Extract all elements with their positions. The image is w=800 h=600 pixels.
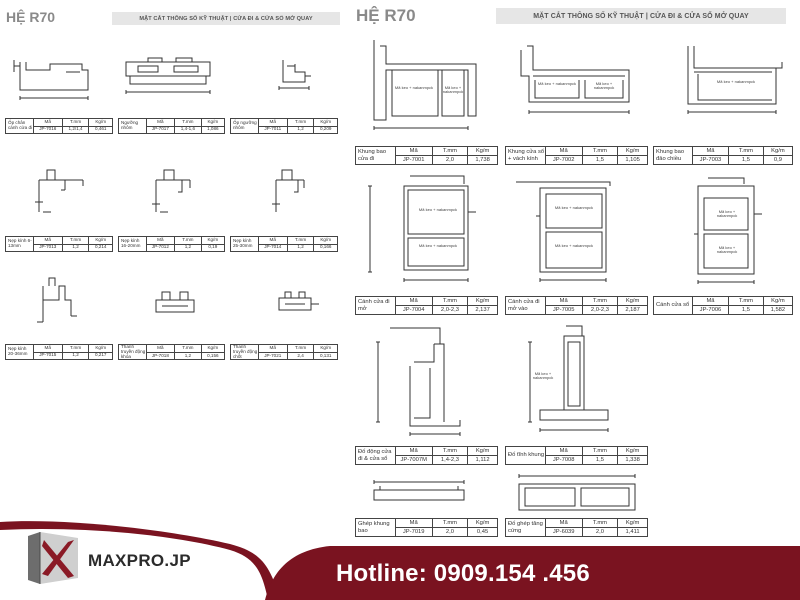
profile-drawing-thanh-truyen-khoa <box>140 270 210 340</box>
profile-drawing-nep-kinh-16-20 <box>140 160 210 230</box>
profile-drawing-op-chan <box>10 50 98 110</box>
profile-code: JP-7021 <box>257 351 288 361</box>
profile-drawing-thanh-truyen-chot <box>265 270 335 340</box>
profile-name: Khung cửa sổ + vách kính <box>505 146 546 165</box>
profile-name: Thanh truyền động chốt <box>230 343 259 361</box>
profile-drawing-khung-cua-so: Mã keo + nakanmpck Mã keo + nakanmpck <box>515 40 635 120</box>
system-title: HỆ R70 <box>6 9 56 25</box>
brand-name: MAXPRO.JP <box>88 551 191 570</box>
profile-name: Khung bao cửa đi <box>355 146 396 165</box>
profile-code: JP-7008 <box>544 455 583 465</box>
profile-drawing-do-dong <box>370 322 480 442</box>
profile-name: Đố tĩnh khung <box>505 446 546 465</box>
profile-name: Ốp chân cánh cửa đi <box>5 118 34 134</box>
profile-code: JP-7012 <box>145 243 176 252</box>
profile-name: Nẹp kính 6-13mm <box>5 236 34 252</box>
footer-wave-background <box>0 521 800 600</box>
profile-drawing-canh-cua-di-mo: Mã keo + nakanmpck Mã keo + nakanmpck <box>364 172 494 290</box>
profile-code: JP-7016 <box>32 125 63 134</box>
profile-name: Nẹp kính 16-20mm <box>118 236 147 252</box>
profile-code: JP-7015 <box>32 351 63 360</box>
profile-name: Cánh cửa đi mở <box>355 296 396 315</box>
profile-drawing-nep-kinh-25-30 <box>260 160 330 230</box>
profile-drawing-canh-cua-di-mo-vao: Mã keo + nakanmpck Mã keo + nakanmpck <box>510 176 635 290</box>
profile-drawing-khung-bao-dao-chieu: Mã keo + nakanmpck <box>672 40 792 120</box>
profile-code: JP-7005 <box>544 305 583 315</box>
profile-code: JP-7003 <box>691 155 730 165</box>
profile-code: JP-7004 <box>394 305 433 315</box>
profile-drawing-nep-kinh-6-13 <box>25 160 95 230</box>
profile-code: JP-7011 <box>257 125 288 134</box>
maxpro-logo-icon <box>22 530 84 586</box>
profile-drawing-ghep-khung-bao <box>364 476 474 516</box>
hotline-text[interactable]: Hotline: 0909.154 .456 <box>336 560 590 587</box>
sheet-header: MẶT CẮT THÔNG SỐ KỸ THUẬT | CỬA ĐI & CỬA… <box>112 12 340 25</box>
profile-name: Thanh truyền động khóa <box>118 343 147 361</box>
profile-drawing-canh-cua-so: Mã keo + nakanmpck Mã keo + nakanmpck <box>658 174 793 290</box>
profile-code: JP-7007M <box>394 455 433 465</box>
profile-drawing-do-ghep-tang-cung <box>505 470 645 516</box>
profile-code: JP-7001 <box>394 155 433 165</box>
profile-name: Nẹp kính 25-30mm <box>230 236 259 252</box>
left-spec-sheet: HỆ R70 MẶT CẮT THÔNG SỐ KỸ THUẬT | CỬA Đ… <box>0 0 345 520</box>
profile-name: Khung bao đảo chiều <box>653 146 693 165</box>
profile-name: Cánh cửa sổ <box>653 296 693 315</box>
profile-code: JP-7013 <box>32 243 63 252</box>
profile-code: JP-7019 <box>394 527 433 537</box>
profile-name: Đố ghép tăng cứng <box>505 518 546 537</box>
profile-drawing-khung-bao-cua-di: Mã keo + nakanmpck Mã keo + nakanmpck <box>368 36 480 136</box>
profile-drawing-nep-kinh-20-36 <box>25 270 95 340</box>
profile-code: JP-7002 <box>544 155 583 165</box>
profile-code: JP-6039 <box>544 527 583 537</box>
profile-name: Ngưỡng nhôm <box>118 118 147 134</box>
profile-name: Đố động cửa đi & cửa sổ <box>355 446 396 465</box>
profile-drawing-nguong-nhom <box>118 50 218 110</box>
footer-banner <box>0 520 800 600</box>
profile-name: Nẹp kính 20-36mm <box>5 344 34 360</box>
right-spec-sheet: HỆ R70 MẶT CẮT THÔNG SỐ KỸ THUẬT | CỬA Đ… <box>350 0 800 545</box>
profile-code: JP-7014 <box>257 243 288 252</box>
system-title: HỆ R70 <box>356 6 416 25</box>
profile-drawing-op-nguong <box>265 50 325 110</box>
profile-code: JP-7018 <box>145 351 176 361</box>
profile-name: Cánh cửa đi mở vào <box>505 296 546 315</box>
profile-name: Ốp ngưỡng nhôm <box>230 118 259 134</box>
profile-code: JP-7006 <box>691 305 730 315</box>
profile-code: JP-7017 <box>145 125 176 134</box>
profile-drawing-do-tinh-khung: Mã keo + nakanmpck <box>510 322 630 442</box>
sheet-header: MẶT CẮT THÔNG SỐ KỸ THUẬT | CỬA ĐI & CỬA… <box>496 8 786 24</box>
